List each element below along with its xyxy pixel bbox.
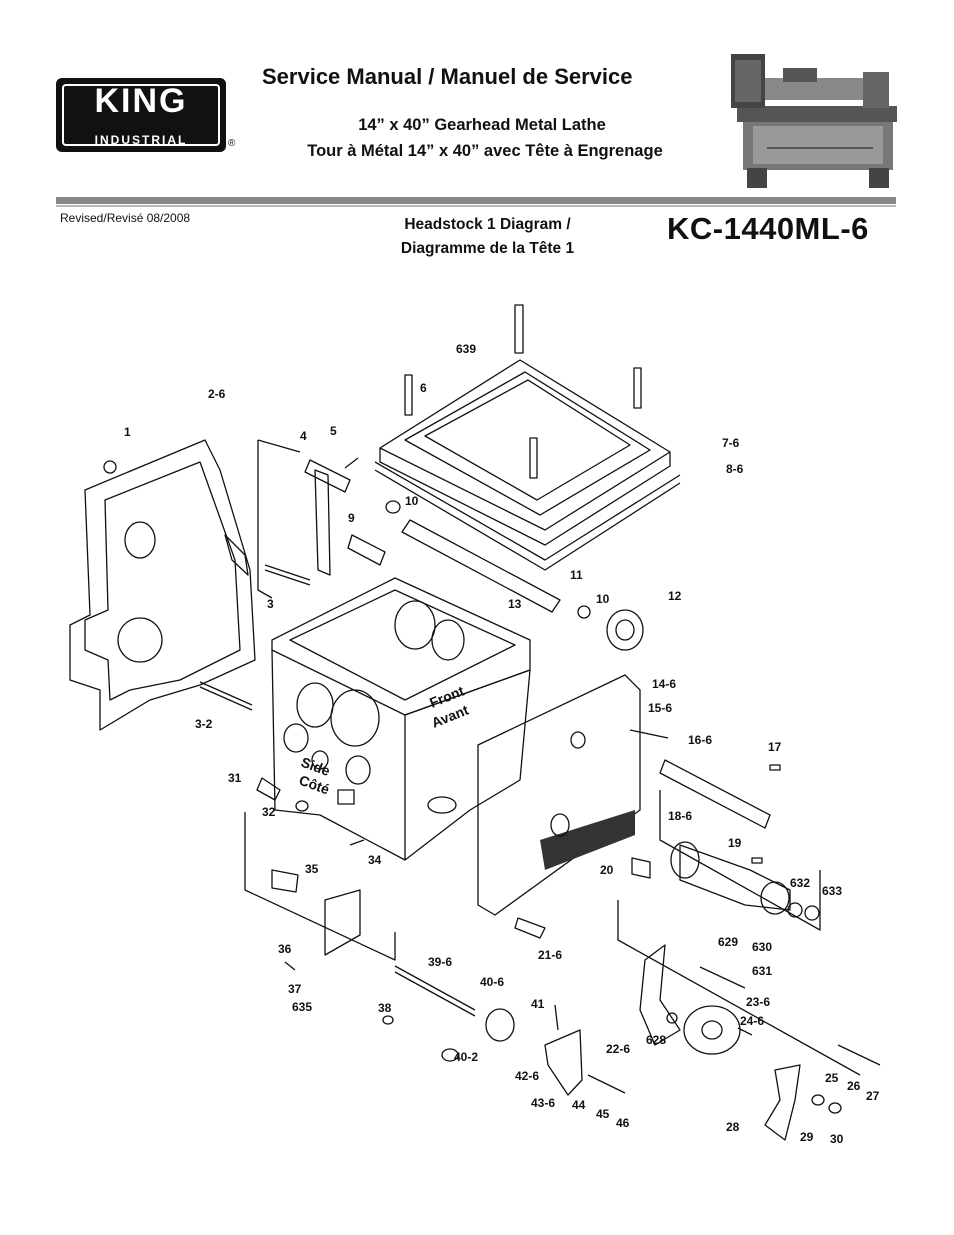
part-callout: 28 xyxy=(726,1120,740,1134)
part-callout: 17 xyxy=(768,740,782,754)
part-callout: 639 xyxy=(456,342,476,356)
revised-date: Revised/Revisé 08/2008 xyxy=(60,211,191,225)
part-callout: 40-2 xyxy=(454,1050,478,1064)
cover-inner xyxy=(84,461,241,701)
part-callout: 5 xyxy=(330,424,337,438)
part-callout: 7-6 xyxy=(722,436,740,450)
part-callout: 37 xyxy=(288,982,302,996)
part-callout: 6 xyxy=(420,381,427,395)
king-logo: KING INDUSTRIAL xyxy=(56,78,226,152)
part-callout: 24-6 xyxy=(740,1014,764,1028)
part-callout: 628 xyxy=(646,1033,666,1047)
part-callout: 38 xyxy=(378,1001,392,1015)
part-callout: 34 xyxy=(368,853,382,867)
part-callout: 11 xyxy=(570,568,583,582)
part-callout: 22-6 xyxy=(606,1042,630,1056)
part-callout: 46 xyxy=(616,1116,630,1130)
part-callout: 31 xyxy=(228,771,242,785)
model-number: KC-1440ML-6 xyxy=(667,211,869,246)
diagram-heading-english: Headstock 1 Diagram / xyxy=(404,216,571,233)
part-callout: 10 xyxy=(405,494,419,508)
part-callout: 26 xyxy=(847,1079,861,1093)
registered-mark: ® xyxy=(228,138,236,149)
part-callout: 10 xyxy=(596,592,610,606)
headstock-body xyxy=(271,577,531,716)
part-callout: 3-2 xyxy=(195,717,213,731)
part-callout: 2-6 xyxy=(208,387,226,401)
header-rule-thin xyxy=(56,205,896,207)
part-callout: 633 xyxy=(822,884,842,898)
diagram-heading-french: Diagramme de la Tête 1 xyxy=(400,240,575,257)
part-callout: 27 xyxy=(866,1089,880,1103)
part-callout: 9 xyxy=(348,511,355,525)
part-callout: 23-6 xyxy=(746,995,770,1009)
part-callout: 18-6 xyxy=(668,809,692,823)
part-callout: 41 xyxy=(531,997,545,1011)
part-callout: 45 xyxy=(596,1107,610,1121)
subtitle-english: 14” x 40” Gearhead Metal Lathe xyxy=(358,116,606,134)
part-callout: 39-6 xyxy=(428,955,452,969)
manual-title: Service Manual / Manuel de Service xyxy=(262,64,633,89)
part-callout: 44 xyxy=(572,1098,586,1112)
part-callout: 629 xyxy=(718,935,738,949)
part-callout: 35 xyxy=(305,862,319,876)
part-callout: 43-6 xyxy=(531,1096,555,1110)
part-callout: 21-6 xyxy=(538,948,562,962)
part-callout: 36 xyxy=(278,942,292,956)
part-callout: 630 xyxy=(752,940,772,954)
part-callout: 8-6 xyxy=(726,462,744,476)
part-callout: 30 xyxy=(830,1132,844,1146)
part-callout: 13 xyxy=(508,597,522,611)
part-callout: 42-6 xyxy=(515,1069,539,1083)
part-callout: 12 xyxy=(668,589,682,603)
part-callout: 4 xyxy=(300,429,307,443)
header-rule xyxy=(56,197,896,204)
part-callout: 1 xyxy=(124,425,131,439)
part-callout: 25 xyxy=(825,1071,839,1085)
part-callout: 635 xyxy=(292,1000,312,1014)
logo-border xyxy=(62,84,220,146)
cover-plate xyxy=(69,439,256,731)
part-callout: 15-6 xyxy=(648,701,672,715)
logo-industrial-text: INDUSTRIAL xyxy=(94,133,188,147)
part-callout: 32 xyxy=(262,805,276,819)
part-callout: 20 xyxy=(600,863,614,877)
part-callout: 40-6 xyxy=(480,975,504,989)
part-callout: 29 xyxy=(800,1130,814,1144)
lathe-photo xyxy=(723,42,901,192)
part-callout: 631 xyxy=(752,964,772,978)
part-callout: 3 xyxy=(267,597,274,611)
part-callout: 14-6 xyxy=(652,677,676,691)
subtitle-french: Tour à Métal 14” x 40” avec Tête à Engre… xyxy=(307,142,663,160)
part-callout: 632 xyxy=(790,876,810,890)
front-plate xyxy=(477,674,641,916)
gasket xyxy=(374,461,681,561)
logo-king-text: KING xyxy=(94,82,188,120)
part-callout: 19 xyxy=(728,836,742,850)
part-callout: 16-6 xyxy=(688,733,712,747)
